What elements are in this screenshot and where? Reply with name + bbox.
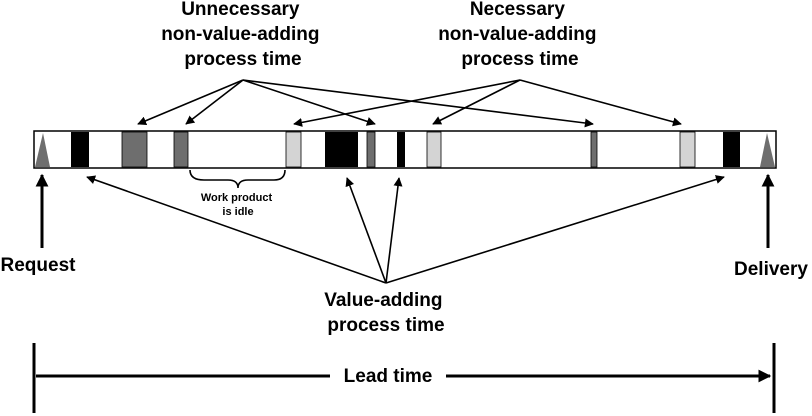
arrow-nec-1: [293, 79, 521, 127]
arrow-va-3: [385, 177, 403, 284]
necessary-line-1: Necessary: [470, 0, 566, 20]
arrow-unnec-2: [185, 79, 244, 125]
arrow-unnec-4: [242, 79, 594, 128]
unnecessary-line-2: non-value-adding: [161, 24, 319, 45]
segment-unnecessary: [121, 131, 148, 168]
necessary-arrows: [293, 79, 682, 127]
request-label: Request: [1, 255, 77, 276]
segment-value-adding: [397, 132, 405, 167]
segment-necessary: [679, 131, 696, 168]
unnecessary-line-1: Unnecessary: [181, 0, 300, 20]
work-product-line-1: Work product: [201, 192, 273, 204]
request-marker: [35, 133, 50, 167]
delivery-marker: [760, 133, 775, 167]
segment-value-adding: [325, 132, 358, 167]
necessary-line-2: non-value-adding: [438, 24, 596, 45]
value-adding-line-2: process time: [327, 315, 444, 336]
arrow-unnec-3: [242, 79, 376, 126]
segment-unnecessary: [173, 131, 189, 168]
lead-time-label: Lead time: [344, 366, 433, 387]
segment-value-adding: [71, 132, 89, 167]
work-product-line-2: is idle: [222, 206, 253, 218]
unnecessary-line-3: process time: [184, 49, 301, 70]
value-adding-label: Value-adding process time: [324, 290, 448, 336]
timeline-bar: [33, 130, 777, 169]
arrow-va-1: [86, 175, 387, 284]
arrow-va-4: [385, 175, 725, 284]
segment-necessary: [426, 131, 442, 168]
idle-brace: [189, 169, 286, 189]
work-product-label: Work product is idle: [201, 192, 275, 218]
segment-necessary: [285, 131, 302, 168]
unnecessary-arrows: [137, 79, 594, 128]
arrow-nec-2: [432, 79, 521, 125]
unnecessary-label: Unnecessary non-value-adding process tim…: [161, 0, 325, 70]
segment-unnecessary: [366, 131, 376, 168]
arrow-nec-3: [519, 79, 682, 127]
value-adding-line-1: Value-adding: [324, 290, 442, 311]
arrow-va-2: [345, 177, 387, 284]
segment-unnecessary: [590, 131, 598, 168]
necessary-label: Necessary non-value-adding process time: [438, 0, 602, 70]
value-adding-arrows: [86, 175, 725, 284]
segment-value-adding: [723, 132, 740, 167]
necessary-line-3: process time: [461, 49, 578, 70]
arrow-unnec-1: [137, 79, 244, 126]
delivery-label: Delivery: [734, 259, 808, 280]
